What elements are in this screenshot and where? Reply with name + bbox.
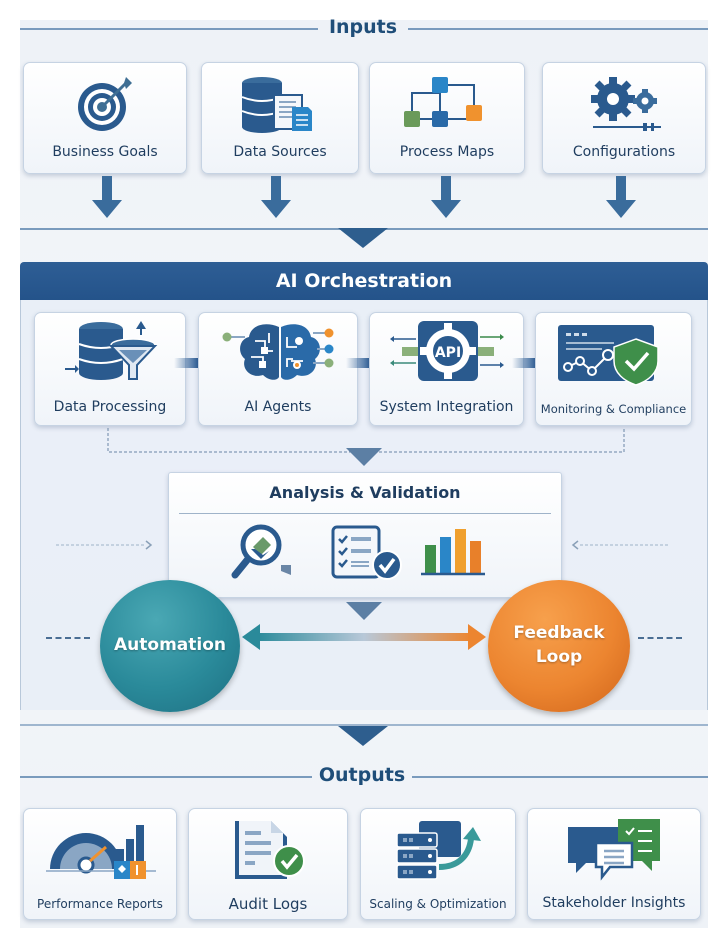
input-label-process-maps: Process Maps (399, 144, 495, 160)
flow-triangle-icon (338, 726, 388, 746)
orch-label-monitoring-compliance: Monitoring & Compliance (540, 402, 687, 416)
automation-circle[interactable]: Automation (100, 580, 240, 712)
feedback-label-line2: Loop (535, 647, 583, 667)
input-label-data-sources: Data Sources (233, 144, 327, 160)
target-icon (78, 77, 132, 131)
outputs-title: Outputs (318, 764, 406, 786)
output-card-performance-reports[interactable]: Performance Reports (23, 808, 177, 920)
input-card-configurations[interactable]: Configurations (542, 62, 706, 174)
input-card-process-maps[interactable]: Process Maps (369, 62, 525, 174)
bar-green (425, 545, 436, 573)
inputs-rule-left (20, 28, 318, 30)
orch-card-data-processing[interactable]: Data Processing (34, 312, 186, 426)
output-label-scaling-optimization: Scaling & Optimization (369, 897, 507, 911)
inputs-rule-right (408, 28, 708, 30)
output-label-performance-reports: Performance Reports (37, 897, 163, 911)
bidirectional-arrow-icon (242, 624, 486, 650)
input-card-data-sources[interactable]: Data Sources (201, 62, 359, 174)
input-label-business-goals: Business Goals (52, 144, 158, 160)
brain-circuit-icon (222, 324, 334, 380)
analysis-title: Analysis & Validation (269, 483, 461, 502)
output-card-scaling-optimization[interactable]: Scaling & Optimization (360, 808, 516, 920)
bar-blue (440, 537, 451, 573)
document-check-icon (235, 821, 305, 879)
servers-growth-icon (396, 821, 481, 880)
feedback-label-line1: Feedback (513, 623, 605, 644)
outputs-rule-right (412, 776, 708, 778)
api-label: API (435, 345, 461, 361)
checklist-icon (331, 525, 402, 580)
input-card-business-goals[interactable]: Business Goals (23, 62, 187, 174)
orch-label-system-integration: System Integration (379, 399, 514, 415)
database-funnel-icon (65, 321, 158, 380)
output-label-stakeholder-insights: Stakeholder Insights (542, 895, 686, 911)
chat-bubbles-icon (568, 819, 660, 881)
bar-yellow (455, 529, 466, 573)
magnifier-icon (231, 524, 291, 579)
flow-triangle-icon (346, 602, 382, 620)
automation-label: Automation (114, 635, 226, 656)
flow-triangle-icon (338, 228, 388, 248)
orch-label-ai-agents: AI Agents (244, 399, 312, 415)
api-gear-icon: API (390, 321, 504, 381)
flow-triangle-icon (346, 448, 382, 466)
gears-icon (591, 77, 661, 131)
dashed-line-right (638, 637, 682, 639)
diagram-canvas: Inputs Business Goals (20, 16, 708, 928)
bar-chart-icon (421, 529, 485, 576)
dashed-line-left (46, 637, 90, 639)
flowchart-icon (404, 77, 482, 127)
output-label-audit-logs: Audit Logs (228, 895, 308, 913)
outputs-rule-left (20, 776, 312, 778)
orch-card-ai-agents[interactable]: AI Agents (198, 312, 358, 426)
feedback-loop-circle[interactable]: Feedback Loop (488, 580, 630, 712)
output-card-stakeholder-insights[interactable]: Stakeholder Insights (527, 808, 701, 920)
output-card-audit-logs[interactable]: Audit Logs (188, 808, 348, 920)
arrow-down-icon (261, 176, 291, 218)
analysis-divider (179, 513, 551, 514)
bar-orange (470, 541, 481, 573)
orch-card-monitoring-compliance[interactable]: Monitoring & Compliance (535, 312, 692, 426)
input-label-configurations: Configurations (572, 144, 676, 160)
gauge-chart-icon (46, 825, 156, 879)
monitor-shield-icon (558, 325, 659, 386)
orchestration-title: AI Orchestration (20, 262, 708, 300)
analysis-validation-card[interactable]: Analysis & Validation (168, 472, 562, 598)
dashed-arrow-left-icon (571, 540, 668, 550)
arrow-down-icon (431, 176, 461, 218)
arrow-down-icon (606, 176, 636, 218)
orch-label-data-processing: Data Processing (53, 399, 167, 415)
arrow-down-icon (92, 176, 122, 218)
outputs-separator (20, 724, 708, 726)
database-documents-icon (241, 77, 312, 133)
orch-card-system-integration[interactable]: API System Integration (369, 312, 524, 426)
dashed-arrow-right-icon (56, 540, 153, 550)
inputs-title: Inputs (328, 16, 398, 38)
